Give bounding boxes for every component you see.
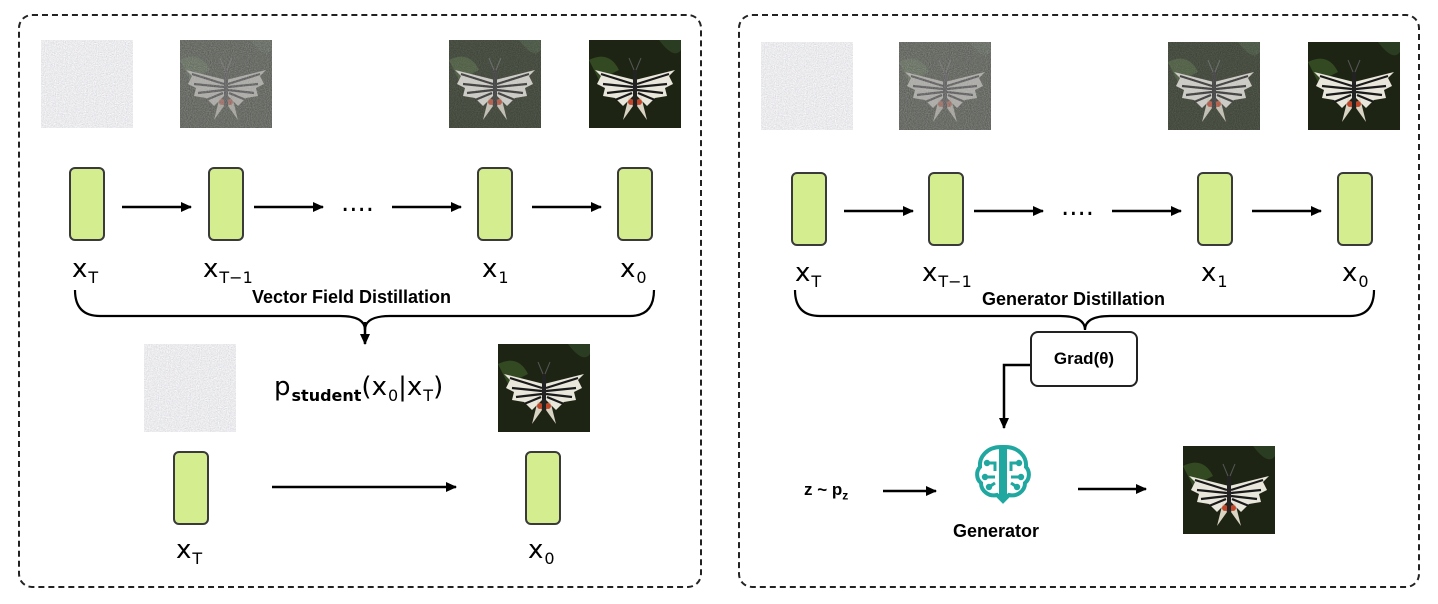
latent-box bbox=[928, 172, 964, 246]
chain-label-xT: xT bbox=[795, 258, 822, 291]
latent-box bbox=[525, 451, 561, 525]
right-panel bbox=[738, 14, 1420, 588]
latent-box bbox=[69, 167, 105, 241]
latent-box bbox=[173, 451, 209, 525]
gradient-box: Grad(θ) bbox=[1030, 331, 1138, 387]
chain-dots: .... bbox=[341, 188, 375, 218]
vector-field-distillation-title: Vector Field Distillation bbox=[252, 287, 452, 307]
chain-dots: .... bbox=[1061, 192, 1095, 222]
student-noise-image bbox=[144, 344, 236, 432]
chain-label-xT-1: xT−1 bbox=[922, 258, 972, 291]
curly-brace bbox=[73, 289, 656, 331]
latent-box bbox=[477, 167, 513, 241]
chain-label-xT: xT bbox=[72, 254, 99, 287]
curly-brace bbox=[793, 289, 1376, 331]
chain-label-x1: x1 bbox=[1201, 258, 1228, 291]
chain-label-x0: x0 bbox=[1342, 258, 1369, 291]
arrow bbox=[999, 363, 1030, 429]
left-panel bbox=[18, 14, 702, 588]
student-output-label-x0: x0 bbox=[528, 535, 555, 568]
latent-boxes-right bbox=[791, 172, 1373, 246]
generator-distillation-title: Generator Distillation bbox=[982, 289, 1166, 309]
latent-box bbox=[617, 167, 653, 241]
latent-box bbox=[208, 167, 244, 241]
noise-image bbox=[761, 42, 853, 130]
noisy-butterfly-image bbox=[899, 42, 991, 130]
student-distribution-formula: pstudent(x0|xT) bbox=[274, 372, 444, 405]
noise-image bbox=[41, 40, 133, 128]
neural-network-brain-icon bbox=[975, 445, 1031, 501]
latent-z-label: z ~ pz bbox=[804, 480, 849, 503]
chain-label-x0: x0 bbox=[620, 254, 647, 287]
partially-denoised-butterfly-image bbox=[449, 40, 541, 128]
latent-box bbox=[1197, 172, 1233, 246]
generator-label: Generator bbox=[953, 521, 1040, 541]
latent-box bbox=[791, 172, 827, 246]
latent-boxes-left bbox=[69, 167, 653, 525]
chain-label-xT-1: xT−1 bbox=[203, 254, 253, 287]
chain-label-x1: x1 bbox=[482, 254, 509, 287]
student-input-label-xT: xT bbox=[176, 535, 203, 568]
noisy-butterfly-image bbox=[180, 40, 272, 128]
latent-box bbox=[1337, 172, 1373, 246]
partially-denoised-butterfly-image bbox=[1168, 42, 1260, 130]
